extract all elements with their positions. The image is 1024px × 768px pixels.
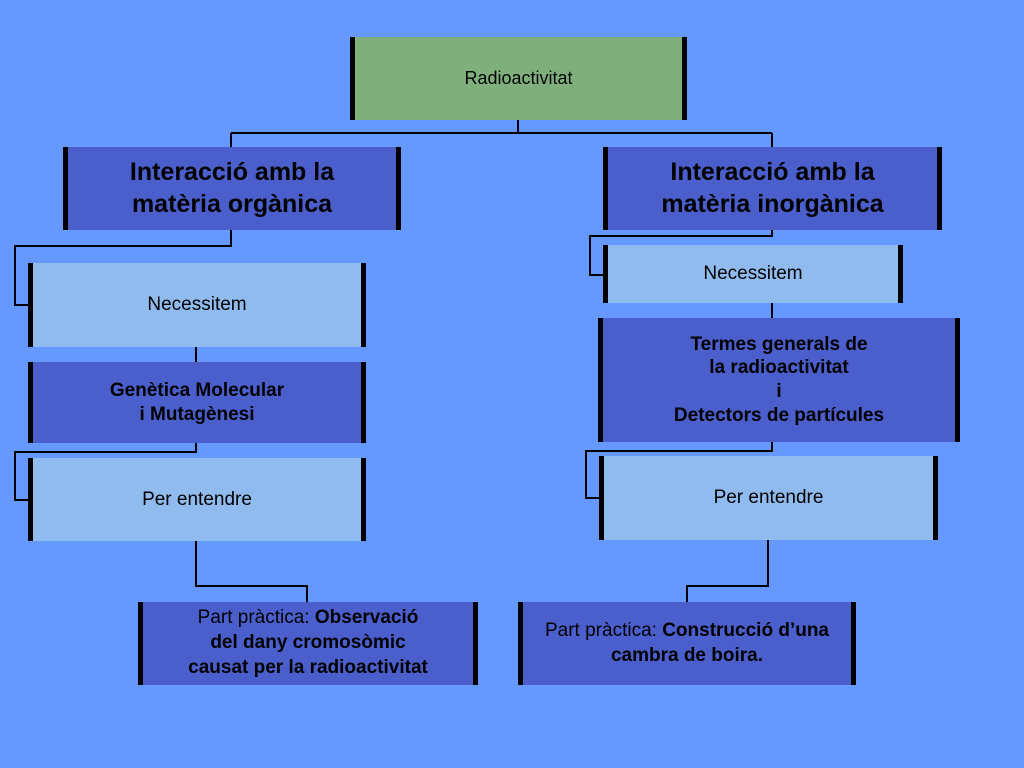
right-head-to-need [589, 230, 773, 276]
right-heading-label: Interacció amb la matèria inorgànica [661, 158, 884, 218]
left-need-node: Necessitem [28, 263, 366, 347]
left-heading-node: Interacció amb la matèria orgànica [63, 147, 401, 230]
right-purpose-to-practice [686, 540, 769, 602]
left-requirement-node: Genètica Molecular i Mutagènesi [28, 362, 366, 443]
right-req-to-purpose [585, 442, 773, 499]
root-node: Radioactivitat [350, 37, 687, 120]
left-req-to-purpose [14, 443, 197, 501]
right-requirement-node: Termes generals de la radioactivitat i D… [598, 318, 960, 442]
right-purpose-node: Per entendre [599, 456, 938, 540]
left-practice-prefix: Part pràctica: [197, 607, 315, 629]
right-need-node: Necessitem [603, 245, 903, 303]
right-requirement-label: Termes generals de la radioactivitat i D… [673, 333, 885, 426]
right-purpose-label: Per entendre [713, 487, 824, 509]
left-need-label: Necessitem [147, 294, 247, 316]
left-purpose-node: Per entendre [28, 458, 366, 541]
left-practice-bold: Observació del dany cromosòmic causat pe… [188, 607, 428, 678]
left-purpose-to-practice [195, 541, 308, 602]
right-practice-node: Part pràctica: Construcció d’una cambra … [518, 602, 856, 685]
left-purpose-label: Per entendre [142, 488, 252, 510]
left-practice-node: Part pràctica: Observació del dany cromo… [138, 602, 478, 685]
left-requirement-label: Genètica Molecular i Mutagènesi [109, 379, 285, 425]
left-practice-text: Part pràctica: Observació del dany cromo… [188, 606, 428, 680]
right-practice-bold: Construcció d’una cambra de boira. [610, 619, 829, 666]
right-practice-prefix: Part pràctica: [544, 619, 663, 641]
right-need-label: Necessitem [703, 263, 803, 285]
right-practice-text: Part pràctica: Construcció d’una cambra … [545, 619, 829, 668]
left-head-to-need [14, 230, 232, 306]
left-heading-label: Interacció amb la matèria orgànica [129, 158, 335, 218]
root-label: Radioactivitat [464, 68, 573, 89]
right-heading-node: Interacció amb la matèria inorgànica [603, 147, 942, 230]
